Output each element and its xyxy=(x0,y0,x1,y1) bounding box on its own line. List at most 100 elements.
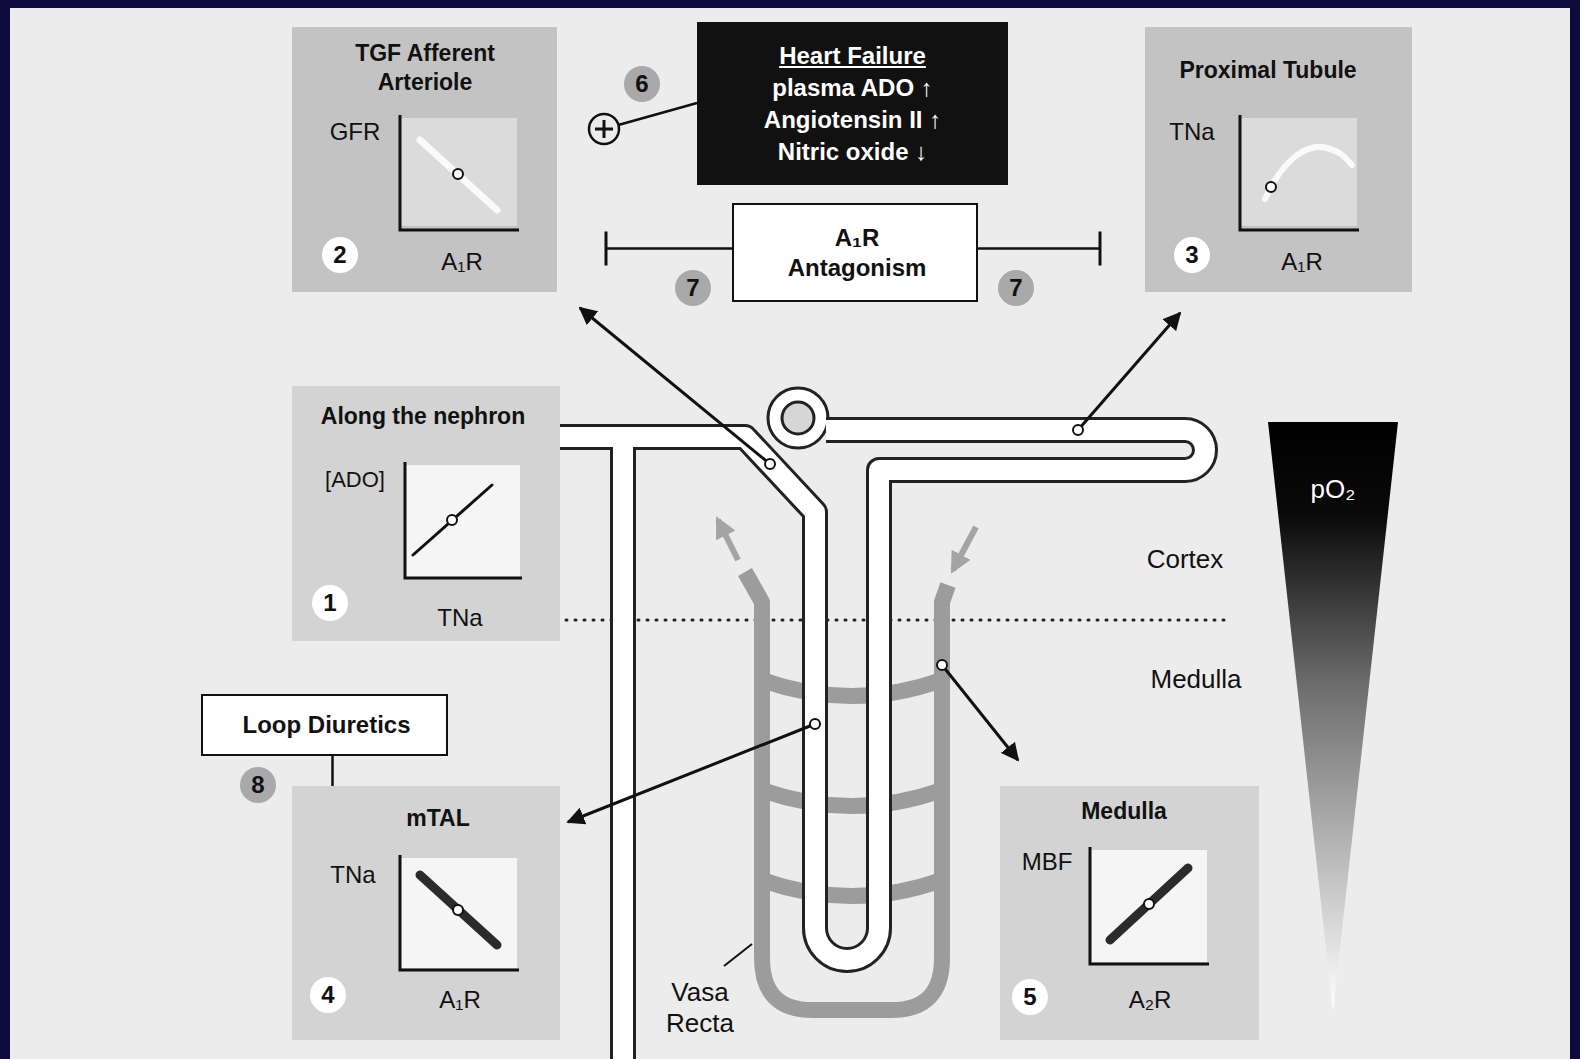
plot-point xyxy=(1266,182,1276,192)
callout-circle: 5 xyxy=(1012,979,1048,1015)
leader-arrow xyxy=(942,665,1018,760)
connector xyxy=(589,103,697,144)
plot-axes xyxy=(405,462,522,578)
vasa-recta-capillary xyxy=(762,880,942,896)
gradient-label: pO₂ xyxy=(1311,474,1356,505)
panel-heading: mTAL xyxy=(406,804,469,833)
callout-circle: 7 xyxy=(675,270,711,306)
site-dot xyxy=(937,660,947,670)
panel-heading: Medulla xyxy=(1081,797,1167,826)
leader-arrow xyxy=(580,308,770,464)
callout-circle: 8 xyxy=(240,767,276,803)
plot-line xyxy=(420,875,497,945)
plot-point xyxy=(447,515,457,525)
callout-number: 6 xyxy=(635,69,648,99)
callout-number: 7 xyxy=(1009,273,1022,303)
callout-number: 1 xyxy=(323,588,336,618)
callout-number: 8 xyxy=(251,770,264,800)
callout-number: 2 xyxy=(333,240,346,270)
po2-gradient xyxy=(1268,422,1398,1012)
plot-point xyxy=(453,169,463,179)
region-label: Cortex xyxy=(1147,544,1224,575)
plot-point xyxy=(453,905,463,915)
plot-point xyxy=(1144,899,1154,909)
callout-circle: 6 xyxy=(624,66,660,102)
condition-box: Heart Failureplasma ADO ↑Angiotensin II … xyxy=(697,22,1008,185)
plot-area xyxy=(1240,118,1357,226)
box-text: A₁R Antagonism xyxy=(777,223,937,283)
callout-number: 5 xyxy=(1023,982,1036,1012)
panel-heading: Along the nephron xyxy=(321,402,525,431)
glomerulus xyxy=(782,402,814,434)
callout-circle: 4 xyxy=(310,977,346,1013)
flow-arrow xyxy=(718,520,738,560)
leader-arrows xyxy=(568,308,1180,822)
collecting-duct xyxy=(610,437,636,1059)
connector-line xyxy=(978,247,1100,250)
axis-label: A₂R xyxy=(1129,985,1172,1015)
panel-heading: Proximal Tubule xyxy=(1179,56,1356,85)
box-text: Angiotensin II ↑ xyxy=(764,105,941,135)
leader-line xyxy=(724,944,752,966)
vasa-recta-capillary xyxy=(762,680,942,696)
box-text: Loop Diuretics xyxy=(242,710,410,740)
vasa-recta-capillary xyxy=(762,790,942,806)
graph-panel: Proximal TubuleTNaA₁R 3 xyxy=(1145,27,1412,292)
treatment-box: Loop Diuretics xyxy=(201,694,448,756)
leader-arrow xyxy=(1078,313,1180,430)
axis-label: A₁R xyxy=(1281,247,1322,277)
connector xyxy=(606,232,732,266)
stimulation-symbol xyxy=(589,114,619,144)
callout-number: 4 xyxy=(321,980,334,1010)
plot-line xyxy=(420,140,497,210)
graph-panel: mTAL TNaA₁R 4 xyxy=(292,786,560,1040)
callout-circle: 1 xyxy=(312,585,348,621)
plot-axes xyxy=(400,855,519,970)
axis-label: TNa xyxy=(1169,117,1214,147)
graph-panel: MedullaMBF A₂R 5 xyxy=(1000,786,1259,1040)
axis-label: TNa xyxy=(330,860,375,890)
bowman-capsule xyxy=(768,388,828,448)
plot-axes xyxy=(1240,115,1359,230)
axis-label: MBF xyxy=(1022,847,1073,877)
site-dots xyxy=(765,425,1083,729)
collecting-duct xyxy=(613,437,633,1059)
axis-label: TNa xyxy=(437,603,482,633)
vasa-recta xyxy=(745,572,948,1010)
region-label: Medulla xyxy=(1150,664,1241,695)
axis-label: A₁R xyxy=(439,985,480,1015)
inhibition-bar xyxy=(605,232,608,266)
plot-area xyxy=(405,465,520,577)
plot-area xyxy=(400,118,517,226)
plot-area xyxy=(400,858,517,968)
connector xyxy=(978,232,1100,266)
box-heading: Heart Failure xyxy=(779,41,926,71)
axis-label: A₁R xyxy=(441,247,482,277)
callout-number: 7 xyxy=(686,273,699,303)
callout-number: 3 xyxy=(1185,240,1198,270)
panel-heading: TGF Afferent Arteriole xyxy=(318,39,533,97)
axis-label: [ADO] xyxy=(325,466,385,494)
leader-arrow xyxy=(568,724,815,822)
vasa-recta-loop xyxy=(745,572,948,1010)
flow-arrow xyxy=(953,527,976,570)
callout-circle: 3 xyxy=(1174,237,1210,273)
graph-panel: Along the nephron [ADO] TNa 1 xyxy=(292,386,560,641)
site-dot xyxy=(765,459,775,469)
site-dot xyxy=(1073,425,1083,435)
plot-line xyxy=(413,485,492,555)
vessel-label: Vasa Recta xyxy=(645,977,755,1039)
graph-panel: TGF Afferent ArterioleGFR A₁R 2 xyxy=(292,27,557,292)
callout-circle: 7 xyxy=(998,270,1034,306)
plot-area xyxy=(1090,850,1207,962)
connector-line xyxy=(606,247,732,250)
plot-axes xyxy=(400,115,519,230)
plot-line xyxy=(1265,147,1352,199)
stimulation-symbol xyxy=(595,120,613,138)
axis-label: GFR xyxy=(330,117,381,147)
cortex-medulla-boundary xyxy=(557,619,1232,622)
box-text: plasma ADO ↑ xyxy=(772,73,933,103)
